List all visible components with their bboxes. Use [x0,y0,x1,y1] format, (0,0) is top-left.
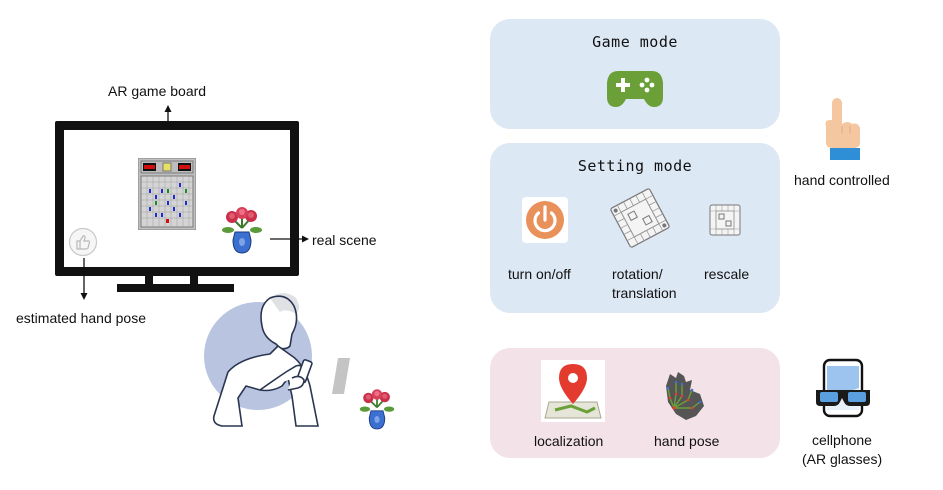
map-pin-icon [541,360,605,422]
monitor-leg-right [190,274,198,286]
small-flower-vase-icon [359,389,395,430]
rescale-label: rescale [704,266,750,282]
person-with-phone-illustration [204,293,319,427]
rescale-board-icon [709,204,741,236]
setting-mode-title: Setting mode [577,157,693,175]
hand-pose-label: hand pose [654,433,720,449]
rotation-label-line1: rotation/ [612,266,663,282]
cellphone-label-line1: cellphone [812,432,872,448]
monitor-leg-left [145,274,153,286]
turn-on-off-label: turn on/off [508,266,571,282]
power-icon [522,197,568,243]
gamepad-icon [607,71,663,107]
localization-label: localization [534,433,604,449]
flower-vase-icon [222,207,262,254]
game-mode-title: Game mode [592,33,678,51]
monitor-base [117,284,234,292]
divider-slash [332,358,350,394]
hand-controlled-label: hand controlled [794,172,890,188]
real-scene-arrow [270,235,309,243]
thumbs-up-icon [68,227,98,257]
hand-pose-arrow [80,258,88,300]
game-mode-panel: Game mode [490,19,780,129]
pointing-hand-icon [825,98,860,160]
cellphone-label-line2: (AR glasses) [802,451,883,467]
ar-game-board-label: AR game board [108,83,207,99]
rotate-board-icon [610,188,670,248]
setting-mode-panel: Setting mode turn on/off rotation/ trans… [490,143,780,313]
estimated-hand-pose-label: estimated hand pose [16,310,146,326]
minesweeper-board-icon [138,158,196,230]
hand-skeleton-icon [666,372,704,420]
real-scene-label: real scene [312,232,377,248]
ar-glasses-icon [816,358,870,418]
localization-handpose-panel: localization hand pose [490,348,780,458]
rotation-label-line2: translation [612,285,677,301]
